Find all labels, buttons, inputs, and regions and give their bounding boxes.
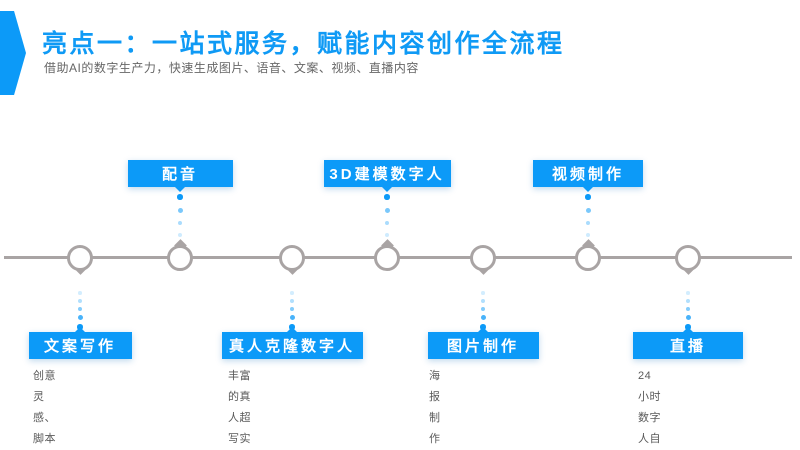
stage-label-text: 真人克隆数字人 — [228, 338, 355, 355]
connector-dots — [685, 291, 691, 330]
stage-label-image-production: 图片制作 — [427, 327, 539, 359]
header-arrow-icon — [0, 11, 26, 95]
timeline-node — [279, 245, 305, 271]
stage-label-human-clone: 真人克隆数字人 — [221, 327, 363, 359]
label-notch-icon — [382, 187, 392, 192]
stage-desc-human-clone: 丰富的真人超写实数字人形 象，形象克隆1:1复刻真人 — [228, 370, 251, 445]
stage-label-video-production: 视频制作 — [533, 160, 643, 192]
label-notch-icon — [287, 327, 297, 332]
timeline-node — [167, 245, 193, 271]
stage-label-copywriting: 文案写作 — [28, 327, 132, 359]
stage-desc-livestream: 24小时数字人自动直播 中之人虚拟直播 各种驱动方式（文字、语音、 摄像头、动捕… — [638, 370, 661, 445]
stage-label-text: 3D建模数字人 — [329, 166, 445, 183]
label-notch-icon — [175, 187, 185, 192]
stage-label-voiceover: 配音 — [127, 160, 233, 192]
stage-label-text: 视频制作 — [551, 166, 624, 183]
label-notch-icon — [583, 187, 593, 192]
connector-dots — [289, 291, 295, 330]
timeline-node — [67, 245, 93, 271]
timeline-node — [470, 245, 496, 271]
timeline-node — [374, 245, 400, 271]
stage-label-text: 文案写作 — [43, 338, 116, 355]
timeline-node — [575, 245, 601, 271]
timeline-node — [675, 245, 701, 271]
connector-dots — [77, 291, 83, 330]
stage-desc-copywriting: 创意灵感、脚本构思 文案撰写和自动文案修改 — [33, 370, 56, 445]
stage-label-livestream: 直播 — [633, 327, 743, 359]
stage-label-3d-modeling: 3D建模数字人 — [323, 160, 451, 192]
connector-dots — [177, 194, 183, 237]
stage-desc-image-production: 海报制作更方便快捷 — [429, 370, 441, 445]
connector-dots — [585, 194, 591, 237]
stage-label-text: 配音 — [161, 166, 198, 183]
label-notch-icon — [75, 327, 85, 332]
stage-label-text: 图片制作 — [446, 338, 519, 355]
connector-dots — [384, 194, 390, 237]
stage-label-text: 直播 — [669, 338, 706, 355]
label-notch-icon — [478, 327, 488, 332]
label-notch-icon — [683, 327, 693, 332]
page-title: 亮点一：一站式服务，赋能内容创作全流程 — [42, 30, 565, 58]
connector-dots — [480, 291, 486, 330]
page-subtitle: 借助AI的数字生产力，快速生成图片、语音、文案、视频、直播内容 — [44, 61, 419, 75]
